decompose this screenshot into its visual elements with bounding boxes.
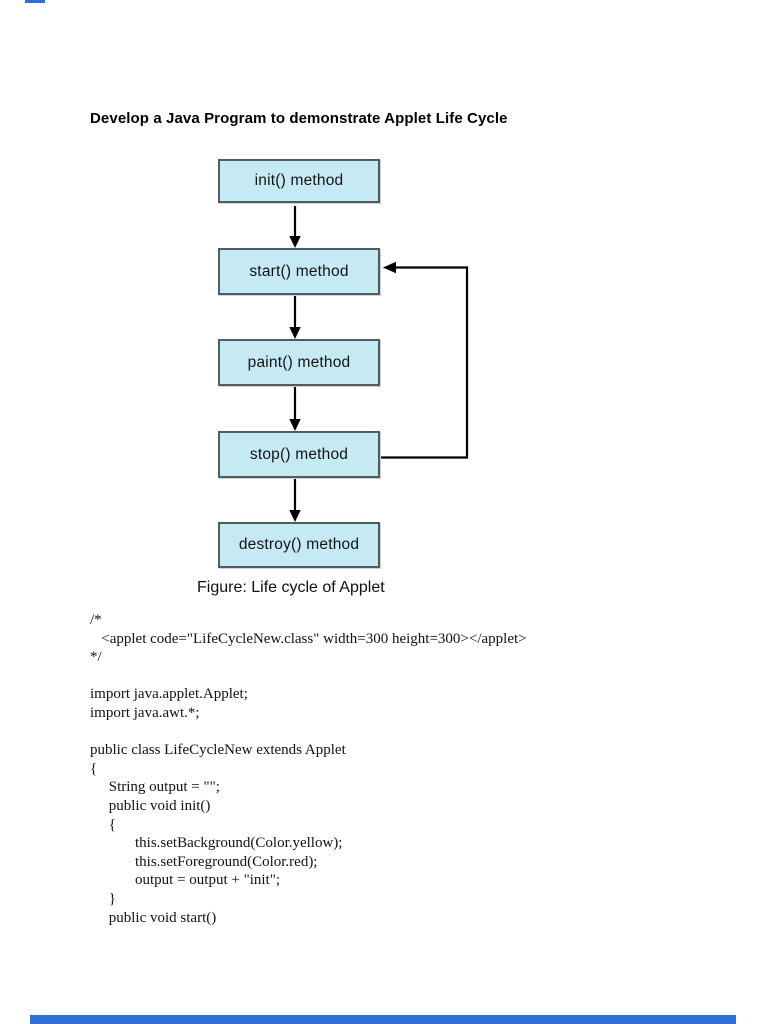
code-line: { (90, 760, 98, 777)
flow-box-destroy-label: destroy() method (238, 536, 360, 553)
flow-box-start-label: start() method (249, 262, 349, 280)
flow-box-stop-label: stop() method (249, 445, 349, 463)
flow-box-init-label: init() method (254, 172, 344, 189)
flow-box-paint-label: paint() method (247, 353, 351, 371)
arrow-start-to-paint-icon (289, 296, 301, 339)
code-block: /* <applet code="LifeCycleNew.class" wid… (90, 611, 527, 927)
flow-box-stop: stop() method (218, 431, 380, 478)
page-top-marker (25, 0, 45, 3)
arrow-stop-loopback-to-start-icon (381, 261, 469, 459)
code-line (90, 667, 527, 686)
code-line: { (90, 816, 116, 833)
code-line: */ (90, 649, 102, 666)
code-line: output = output + "init"; (90, 872, 281, 889)
code-line: this.setBackground(Color.yellow); (90, 835, 343, 852)
code-line: /* (90, 612, 102, 628)
flow-box-paint: paint() method (218, 339, 380, 386)
arrow-stop-to-destroy-icon (289, 479, 301, 522)
figure-caption: Figure: Life cycle of Applet (197, 579, 385, 596)
code-line: public void start() (90, 909, 217, 926)
arrow-paint-to-stop-icon (289, 387, 301, 431)
flow-box-start: start() method (218, 248, 380, 295)
code-line: <applet code="LifeCycleNew.class" width=… (90, 630, 527, 647)
page-bottom-bar (30, 1015, 736, 1024)
code-line: } (90, 890, 116, 907)
code-line: import java.applet.Applet; (90, 686, 248, 703)
code-line: String output = ""; (90, 779, 220, 796)
flow-box-init: init() method (218, 159, 380, 203)
code-line: public class LifeCycleNew extends Applet (90, 742, 346, 759)
code-line: import java.awt.*; (90, 704, 200, 721)
code-line: public void init() (90, 797, 211, 814)
code-line: this.setForeground(Color.red); (90, 853, 318, 870)
flow-box-destroy: destroy() method (218, 522, 380, 568)
code-line (90, 723, 527, 742)
arrow-init-to-start-icon (289, 206, 301, 248)
document-title: Develop a Java Program to demonstrate Ap… (90, 110, 508, 127)
